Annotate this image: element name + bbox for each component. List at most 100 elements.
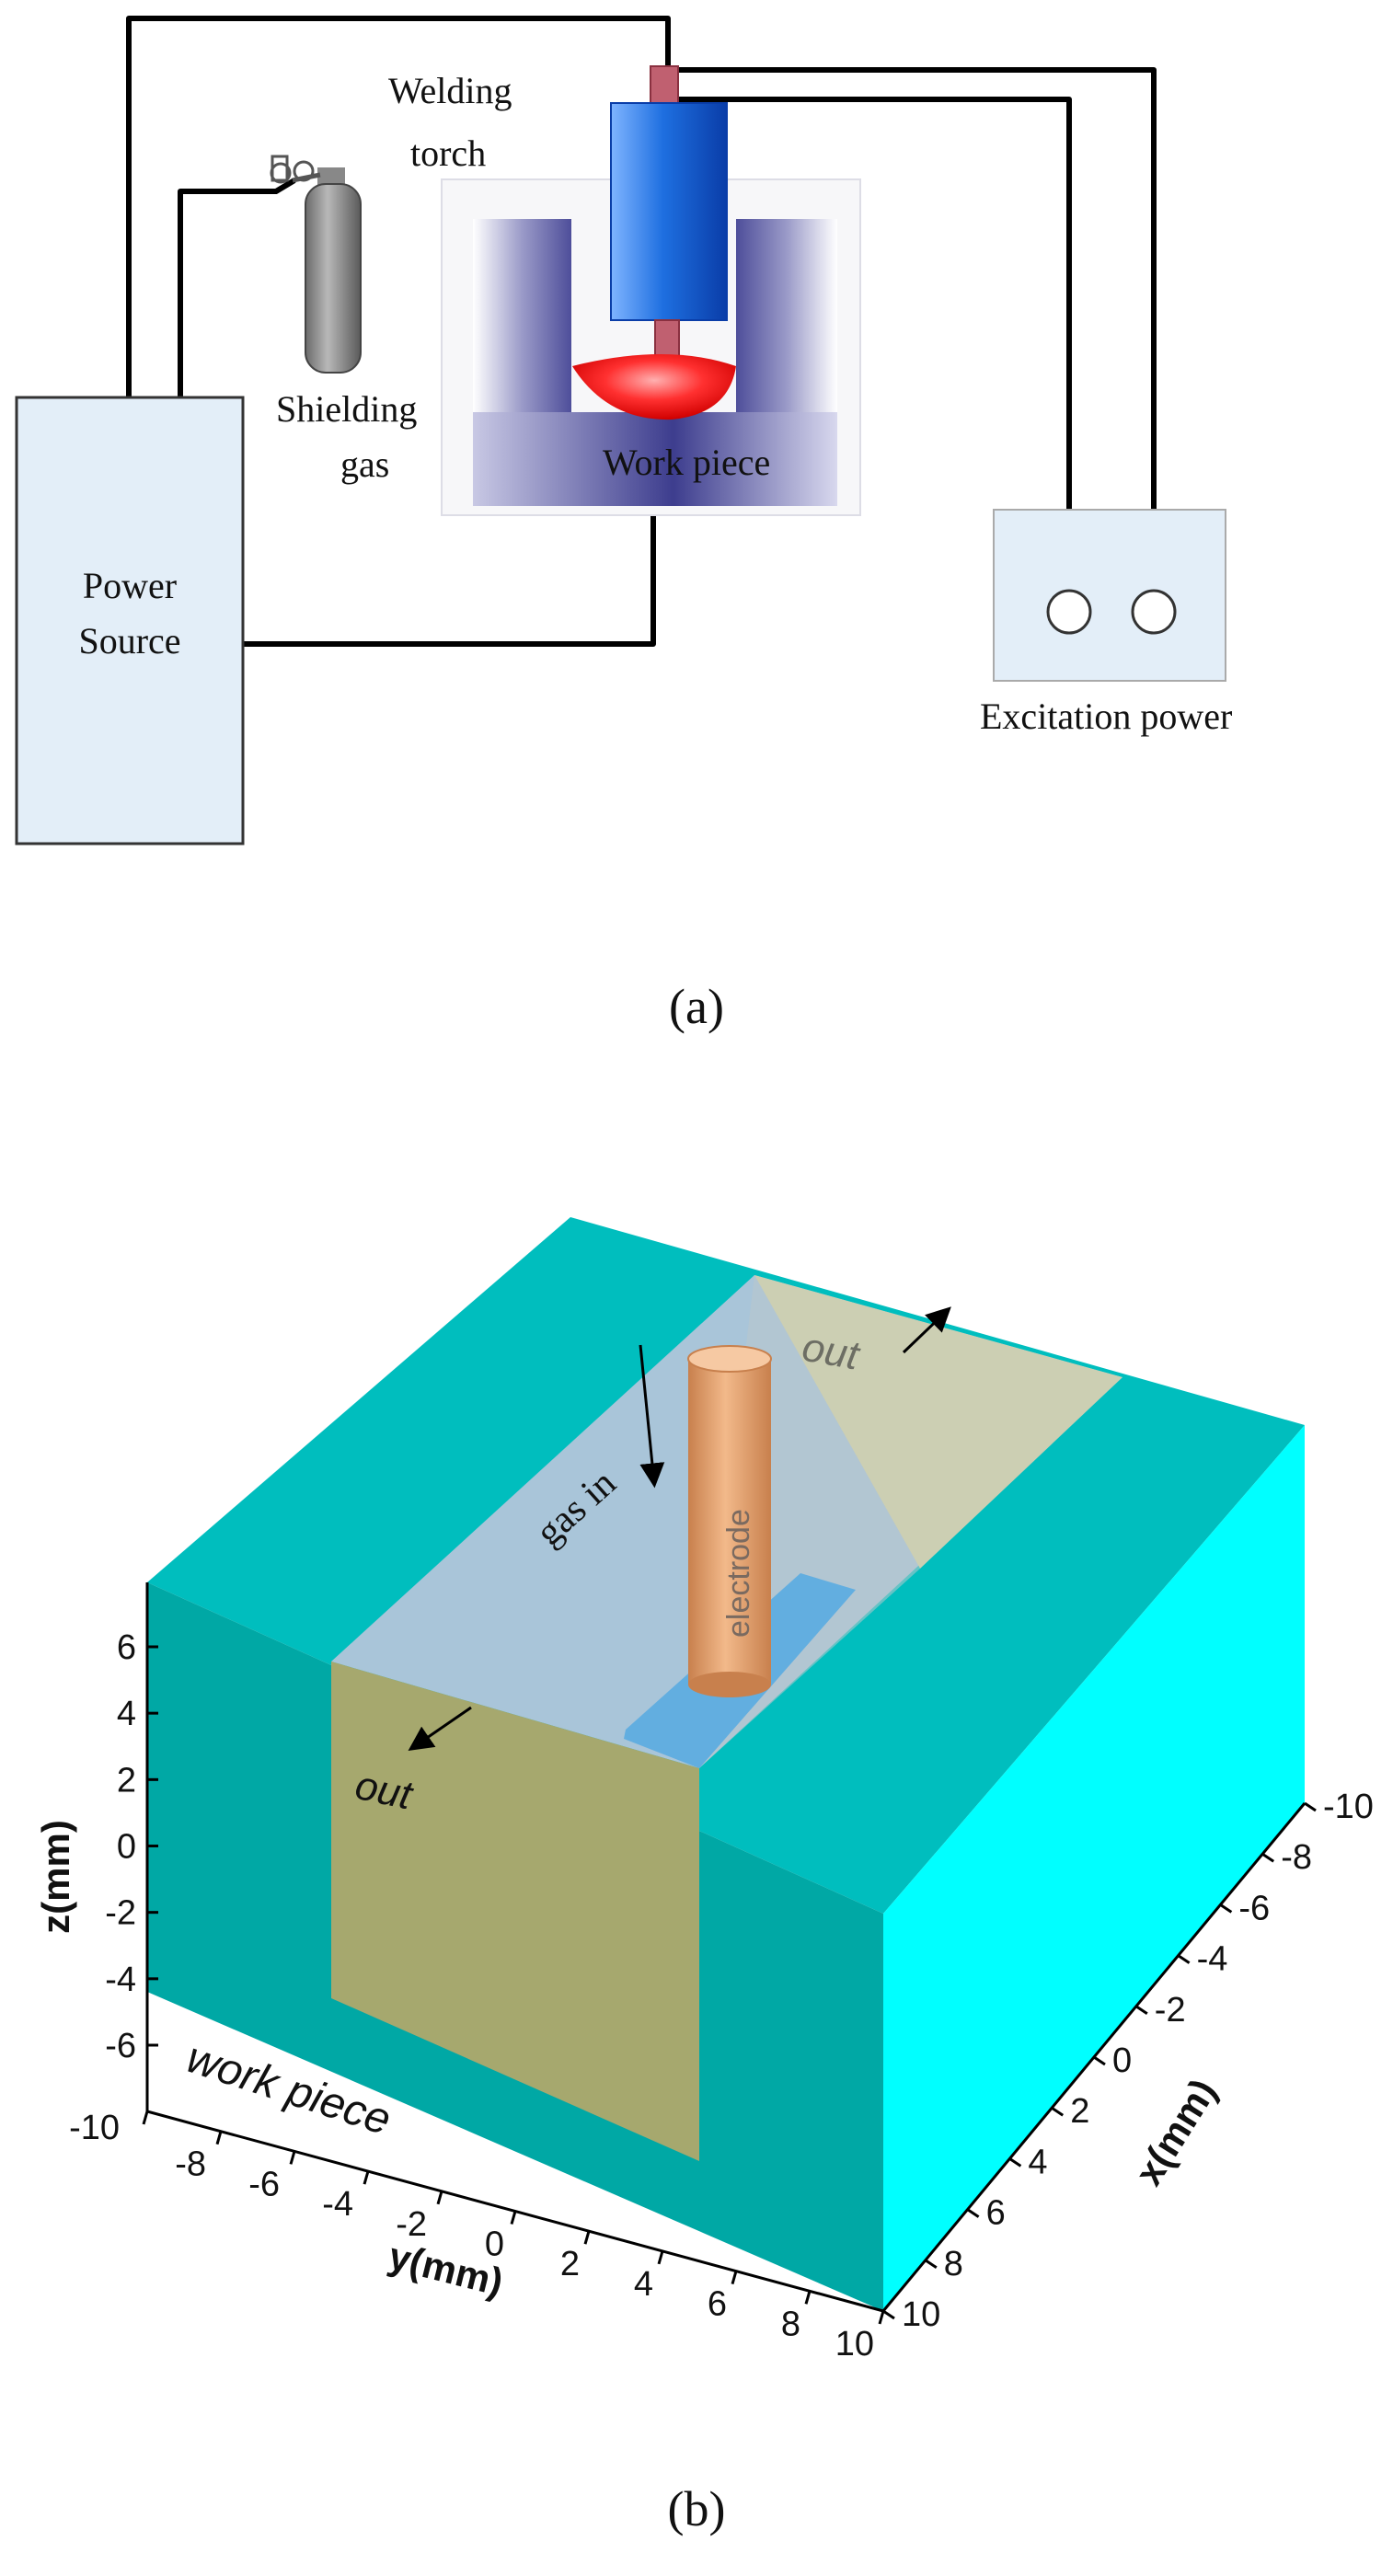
y-tick-mark <box>731 2271 738 2285</box>
torch-top-connector <box>650 65 679 108</box>
x-tick-label: -4 <box>1197 1940 1228 1979</box>
welding-torch <box>572 65 736 420</box>
excitation-power-box <box>993 509 1226 682</box>
z-tick-label: 6 <box>117 1628 136 1667</box>
gas-hose <box>178 178 296 397</box>
x-tick-label: 10 <box>902 2295 940 2334</box>
z-tick-label: -6 <box>105 2027 136 2065</box>
z-tick-label: -4 <box>105 1961 136 1999</box>
terminal-2 <box>1131 589 1177 635</box>
y-tick-mark <box>510 2211 517 2225</box>
x-tick-mark <box>1261 1852 1275 1863</box>
y-tick-label: -4 <box>322 2185 353 2224</box>
excitation-power-unit <box>993 509 1226 682</box>
z-tick-label: 2 <box>117 1761 136 1800</box>
work-piece-left-wall <box>473 219 571 414</box>
front-outlet-face <box>331 1662 699 2161</box>
y-tick-mark <box>878 2310 885 2325</box>
welding-arc <box>572 354 736 420</box>
electrode-label: electrode <box>721 1509 756 1638</box>
x-tick-label: -2 <box>1155 1991 1186 2030</box>
x-tick-mark <box>1177 1954 1191 1964</box>
y-tick-label: 6 <box>708 2285 727 2324</box>
shielding-gas-cylinder <box>270 155 362 374</box>
panel-b: electrode gas in out out work piece 6420… <box>34 1217 1374 2536</box>
label-torch: torch <box>410 132 486 174</box>
valve-handle <box>271 155 289 182</box>
z-tick-label: -2 <box>105 1894 136 1933</box>
y-tick-mark <box>657 2250 664 2265</box>
x-tick-mark <box>1304 1801 1317 1812</box>
x-tick-mark <box>1134 2005 1148 2016</box>
cylinder-body <box>305 183 362 374</box>
y-tick-mark <box>142 2110 149 2125</box>
cylinder-neck <box>317 167 345 186</box>
electrode-body <box>688 1359 771 1685</box>
power-source-box <box>15 396 245 845</box>
y-tick-label: 2 <box>560 2245 580 2283</box>
excitation-wire-inner <box>676 97 1072 607</box>
front-out-arrow <box>408 1706 472 1752</box>
y-tick-label: -6 <box>248 2165 280 2203</box>
back-out-arrow <box>902 1306 951 1354</box>
x-tick-label: 4 <box>1028 2143 1047 2181</box>
y-tick-label: -2 <box>396 2205 427 2244</box>
x-tick-mark <box>1008 2157 1022 2168</box>
label-power: Power <box>83 565 177 606</box>
excitation-wire-outer <box>676 67 1157 607</box>
gas-in-arrow <box>639 1344 665 1489</box>
y-tick-mark <box>215 2131 223 2145</box>
z-axis-label: z(mm) <box>34 1820 77 1934</box>
label-shielding: Shielding <box>276 388 417 430</box>
valve-pipe <box>292 172 321 183</box>
power-to-workpiece-wire <box>243 501 656 647</box>
wiring <box>126 16 1157 647</box>
caption-b: (b) <box>668 2481 726 2536</box>
y-tick-mark <box>436 2191 443 2205</box>
x-tick-mark <box>1219 1903 1233 1914</box>
x-tick-label: -6 <box>1238 1889 1270 1927</box>
torch-body <box>610 102 728 321</box>
x-tick-label: -10 <box>1323 1788 1374 1826</box>
label-welding: Welding <box>388 70 512 111</box>
label-out-back: out <box>799 1325 863 1379</box>
y-tick-mark <box>804 2290 812 2305</box>
x-tick-mark <box>1051 2106 1065 2117</box>
label-excitation-power: Excitation power <box>980 696 1232 737</box>
work-piece-right-wall <box>736 219 837 414</box>
x-tick-label: -8 <box>1281 1838 1312 1877</box>
power-to-torch-wire <box>126 16 671 397</box>
y-tick-mark <box>363 2170 370 2185</box>
x-tick-label: 6 <box>986 2194 1006 2233</box>
y-tick-label: 10 <box>835 2325 874 2363</box>
y-tick-mark <box>289 2150 296 2165</box>
work-piece-base <box>473 412 837 506</box>
electrode-top <box>687 1345 772 1373</box>
back-outlet-face <box>754 1275 1122 1569</box>
x-axis-label: x(mm) <box>1126 2071 1225 2192</box>
box-right-face <box>883 1425 1305 2311</box>
x-tick-mark <box>882 2309 895 2320</box>
z-tick-label: 0 <box>117 1828 136 1867</box>
x-tick-mark <box>1093 2055 1106 2066</box>
x-tick-mark <box>924 2259 938 2270</box>
x-tick-label: 8 <box>944 2245 963 2283</box>
label-work-piece: Work piece <box>603 442 770 483</box>
label-source: Source <box>78 620 180 661</box>
x-tick-mark <box>966 2208 980 2218</box>
y-tick-label: -8 <box>175 2145 206 2184</box>
electrode: electrode <box>687 1345 772 1697</box>
electrode-bottom <box>688 1672 771 1697</box>
label-gas: gas <box>340 443 389 485</box>
x-tick-label: 0 <box>1112 2041 1132 2080</box>
terminal-1 <box>1046 589 1092 635</box>
panel-a: Welding torch Shielding gas Work piece P… <box>15 16 1232 1034</box>
y-tick-mark <box>583 2230 591 2245</box>
caption-a: (a) <box>669 979 724 1034</box>
x-tick-label: 2 <box>1070 2092 1089 2131</box>
y-tick-label: 0 <box>485 2225 504 2264</box>
y-tick-label: 8 <box>781 2305 800 2343</box>
